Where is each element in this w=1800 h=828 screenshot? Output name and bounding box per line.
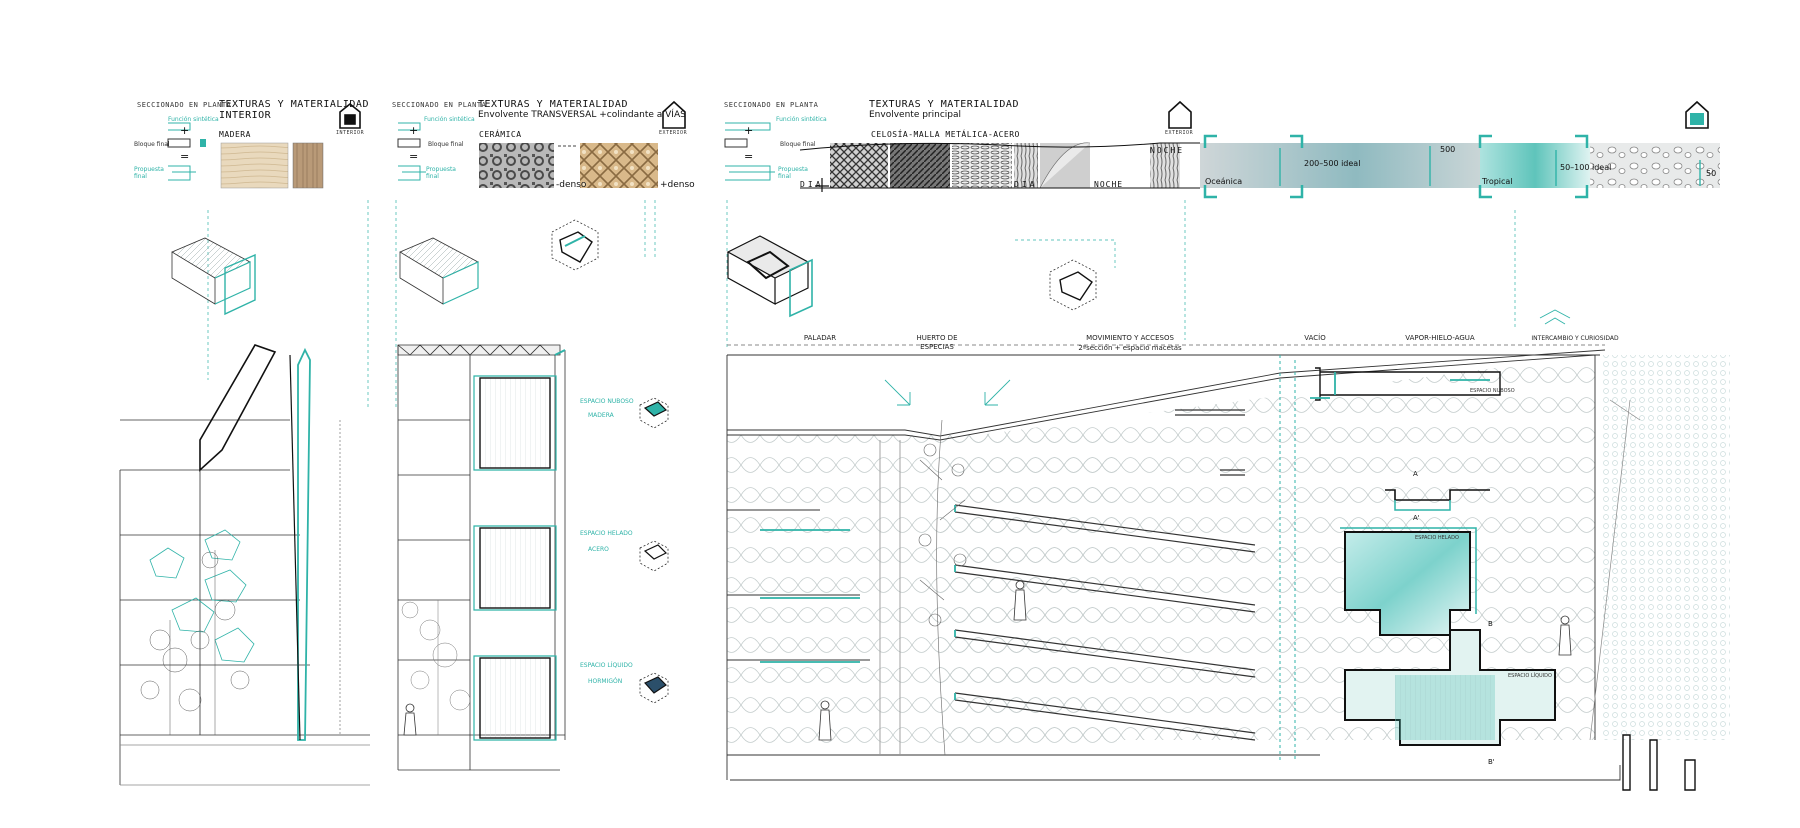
panel2-exterior-icon xyxy=(662,100,686,129)
panel2-plus: + xyxy=(409,124,419,137)
panel1-icon-caption: INTERIOR xyxy=(336,130,365,136)
svg-text:50–100 ideal: 50–100 ideal xyxy=(1560,163,1611,172)
label-espacio-liquido: ESPACIO LÍQUIDO xyxy=(1508,673,1552,679)
section2-espacio-helado: ESPACIO HELADO xyxy=(580,530,633,537)
axo-diagram-2 xyxy=(399,237,479,305)
panel3-legend-diagram xyxy=(724,122,775,181)
panel2-material: CERÁMICA xyxy=(479,130,522,139)
panel1-equals: = xyxy=(180,150,190,163)
panel2-title: TEXTURAS Y MATERIALIDAD xyxy=(478,99,628,110)
svg-text:200–500 ideal: 200–500 ideal xyxy=(1304,159,1360,168)
hexagon-icon-1 xyxy=(551,219,599,271)
panel2-plan-label: SECCIONADO EN PLANTA xyxy=(392,101,487,109)
zone-movimiento-sub: 2ªsección + espacio macetas xyxy=(1078,344,1182,352)
panel3-equals: = xyxy=(744,150,754,163)
material-icon-acero xyxy=(639,540,669,572)
panel3-vapor-icon xyxy=(1685,100,1709,129)
panel1-plan-label: SECCIONADO EN PLANTA xyxy=(137,101,232,109)
panel1-legend-3: Propuesta final xyxy=(134,166,164,180)
panel2-equals: = xyxy=(409,150,419,163)
panel1-title: TEXTURAS Y MATERIALIDAD xyxy=(219,99,369,110)
panel3-dia-label: DIA xyxy=(800,180,824,189)
zone-paladar: PALADAR xyxy=(803,334,837,342)
section-1 xyxy=(119,344,370,786)
panel3-icon-caption: EXTERIOR xyxy=(1165,130,1194,136)
section2-espacio-nuboso: ESPACIO NUBOSO xyxy=(580,398,634,405)
panel3-subtitle: Envolvente principal xyxy=(869,110,962,120)
panel1-material: MADERA xyxy=(219,130,251,139)
zone-intercambio: INTERCAMBIO Y CURIOSIDAD xyxy=(1531,335,1619,342)
label-espacio-helado: ESPACIO HELADO xyxy=(1415,535,1459,541)
climate-strip: 200–500 ideal 500 50–100 ideal 50 xyxy=(1200,134,1720,199)
svg-text:50: 50 xyxy=(1706,169,1716,178)
panel3-material: CELOSÍA-MALLA METÁLICA-ACERO xyxy=(871,130,1020,139)
axo-diagram-3 xyxy=(726,235,813,318)
panel3-legend-3: Propuesta final xyxy=(778,166,808,180)
panel2-legend-1: Función sintética xyxy=(424,116,475,123)
panel1-legend-1: Función sintética xyxy=(168,116,219,123)
panel2-legend-2: Bloque final xyxy=(428,141,464,148)
panel1-wood-swatch-2 xyxy=(292,142,324,189)
hexagon-icon-2 xyxy=(1049,259,1097,311)
climate-tropical: Tropical xyxy=(1482,177,1513,186)
main-section-tree xyxy=(918,419,967,756)
material-icon-hormigon xyxy=(639,672,669,704)
panel3-dia-label-2: DIA xyxy=(1014,180,1038,189)
zone-huerto: HUERTO DE ESPECIAS xyxy=(916,334,958,351)
zone-movimiento: MOVIMIENTO Y ACCESOS xyxy=(1086,334,1174,342)
climate-oceanica: Oceánica xyxy=(1205,177,1243,186)
zone-vacio: VACÍO xyxy=(1304,334,1326,342)
panel1-subtitle: INTERIOR xyxy=(219,110,272,121)
panel3-legend-2: Bloque final xyxy=(780,141,816,148)
panel1-interior-icon xyxy=(339,102,361,129)
people-silhouettes xyxy=(403,580,1572,741)
panel3-plan-label: SECCIONADO EN PLANTA xyxy=(724,101,819,109)
axo-diagram-1 xyxy=(171,237,256,316)
section2-hormigon: HORMIGÓN xyxy=(588,678,623,685)
panel2-less-dense: -denso xyxy=(556,180,587,190)
section-1-tree xyxy=(140,550,250,735)
panel3-title: TEXTURAS Y MATERIALIDAD xyxy=(869,99,1019,110)
section2-espacio-liquido: ESPACIO LÍQUIDO xyxy=(580,662,633,669)
section2-acero: ACERO xyxy=(588,546,609,553)
material-icon-madera xyxy=(639,397,669,429)
section-2 xyxy=(397,344,566,771)
svg-text:500: 500 xyxy=(1440,145,1455,154)
section2-madera: MADERA xyxy=(588,412,614,419)
panel3-plus: + xyxy=(744,124,754,137)
panel2-legend-diagram xyxy=(397,122,426,181)
panel1-wood-swatch-1 xyxy=(220,142,289,189)
zone-vapor: VAPOR-HIELO-AGUA xyxy=(1405,334,1475,342)
panel3-legend-1: Función sintética xyxy=(776,116,827,123)
panel2-subtitle: Envolvente TRANSVERSAL +colindante a VÍA… xyxy=(478,110,686,120)
space-nuboso xyxy=(1315,367,1501,401)
panel3-noche-label-2: NOCHE xyxy=(1094,180,1124,189)
panel2-ceramic-swatch-2 xyxy=(580,143,658,188)
panel1-legend-2: Bloque final xyxy=(134,141,170,148)
cut-b: B xyxy=(1488,620,1493,628)
panel1-legend-diagram xyxy=(167,122,206,181)
panel1-plus: + xyxy=(180,124,190,137)
section-2-vegetation xyxy=(401,600,471,735)
cut-a-prime: A' xyxy=(1413,514,1420,522)
cut-a: A xyxy=(1413,470,1418,478)
section-1-vegetation xyxy=(149,529,255,663)
panel3-mesh-strip xyxy=(799,142,1200,192)
main-section xyxy=(403,309,1730,791)
panel2-icon-caption: EXTERIOR xyxy=(659,130,688,136)
cut-b-prime: B' xyxy=(1488,758,1495,766)
panel3-exterior-icon xyxy=(1168,100,1192,129)
panel3-noche-label: NOCHE xyxy=(1150,146,1185,155)
panel2-legend-3: Propuesta final xyxy=(426,166,456,180)
label-espacio-nuboso: ESPACIO NUBOSO xyxy=(1470,388,1515,394)
panel2-ceramic-swatch-1 xyxy=(479,143,554,188)
panel2-more-dense: +denso xyxy=(660,180,695,190)
